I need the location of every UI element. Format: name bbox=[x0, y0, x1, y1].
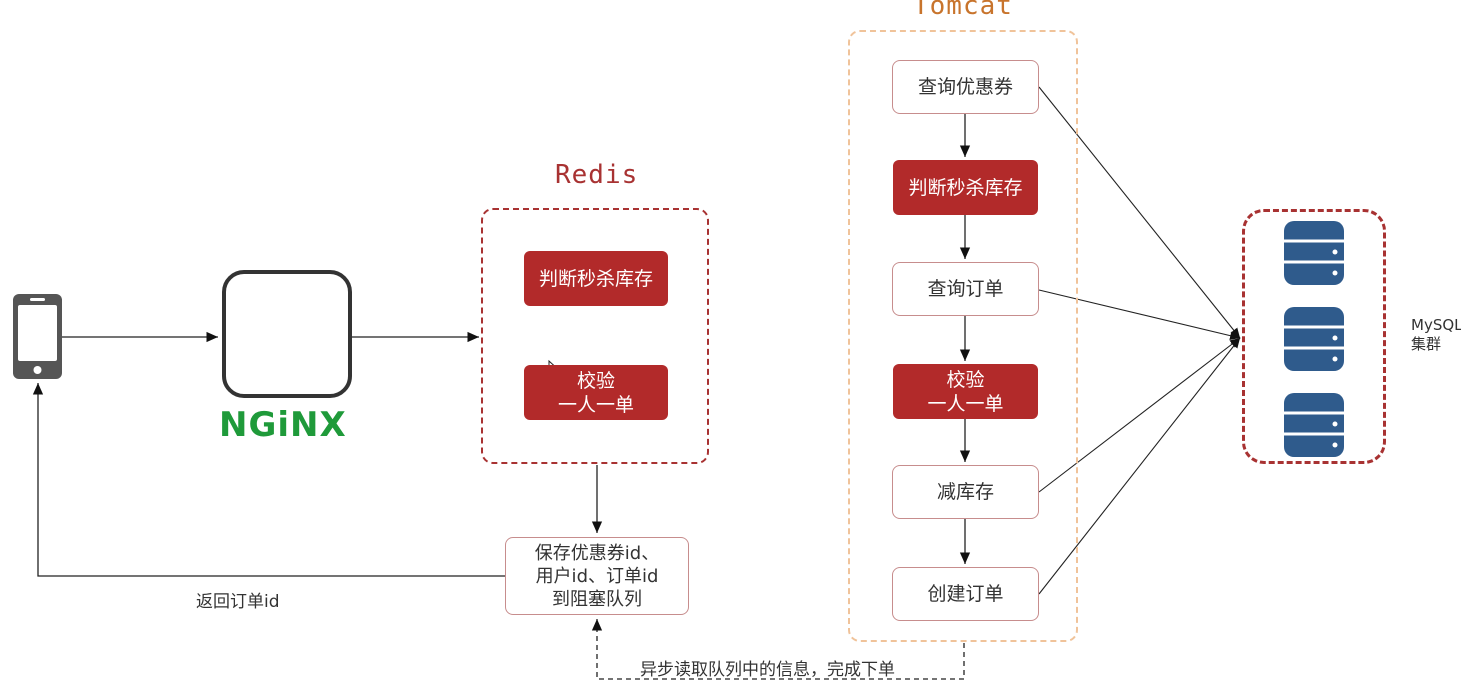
tomcat-title: Tomcat bbox=[913, 0, 1013, 21]
return-order-label: 返回订单id bbox=[196, 592, 280, 612]
nginx-frame bbox=[222, 270, 352, 398]
db-link-create-order bbox=[1038, 337, 1241, 595]
tomcat-step-reduce-stock: 减库存 bbox=[892, 465, 1039, 519]
database-icon bbox=[1284, 393, 1344, 457]
redis-step-check-stock: 判断秒杀库存 bbox=[524, 251, 668, 306]
blocking-queue-box: 保存优惠券id、 用户id、订单id 到阻塞队列 bbox=[505, 537, 689, 615]
mysql-cluster-group bbox=[1242, 209, 1386, 464]
redis-group bbox=[481, 208, 709, 464]
async-read-label: 异步读取队列中的信息，完成下单 bbox=[640, 660, 895, 680]
arrow-async-read bbox=[591, 619, 965, 680]
phone-icon bbox=[13, 294, 62, 379]
db-link-reduce-stock bbox=[1038, 337, 1241, 493]
nginx-logo-text: NGiNX bbox=[219, 405, 347, 445]
redis-step-one-order: 校验 一人一单 bbox=[524, 365, 668, 420]
arrow-return-to-phone bbox=[32, 383, 505, 577]
database-icon bbox=[1284, 221, 1344, 285]
mysql-cluster-label: MySQL 集群 bbox=[1411, 316, 1461, 353]
db-link-query-order bbox=[1038, 289, 1241, 340]
database-icon bbox=[1284, 307, 1344, 371]
tomcat-step-query-order: 查询订单 bbox=[892, 262, 1039, 316]
db-link-query-coupon bbox=[1038, 86, 1241, 339]
tomcat-step-create-order: 创建订单 bbox=[892, 567, 1039, 621]
tomcat-step-one-order: 校验 一人一单 bbox=[893, 364, 1038, 419]
tomcat-group bbox=[848, 30, 1078, 642]
tomcat-step-check-stock: 判断秒杀库存 bbox=[893, 160, 1038, 215]
tomcat-step-query-coupon: 查询优惠券 bbox=[892, 60, 1039, 114]
redis-title: Redis bbox=[555, 160, 639, 190]
